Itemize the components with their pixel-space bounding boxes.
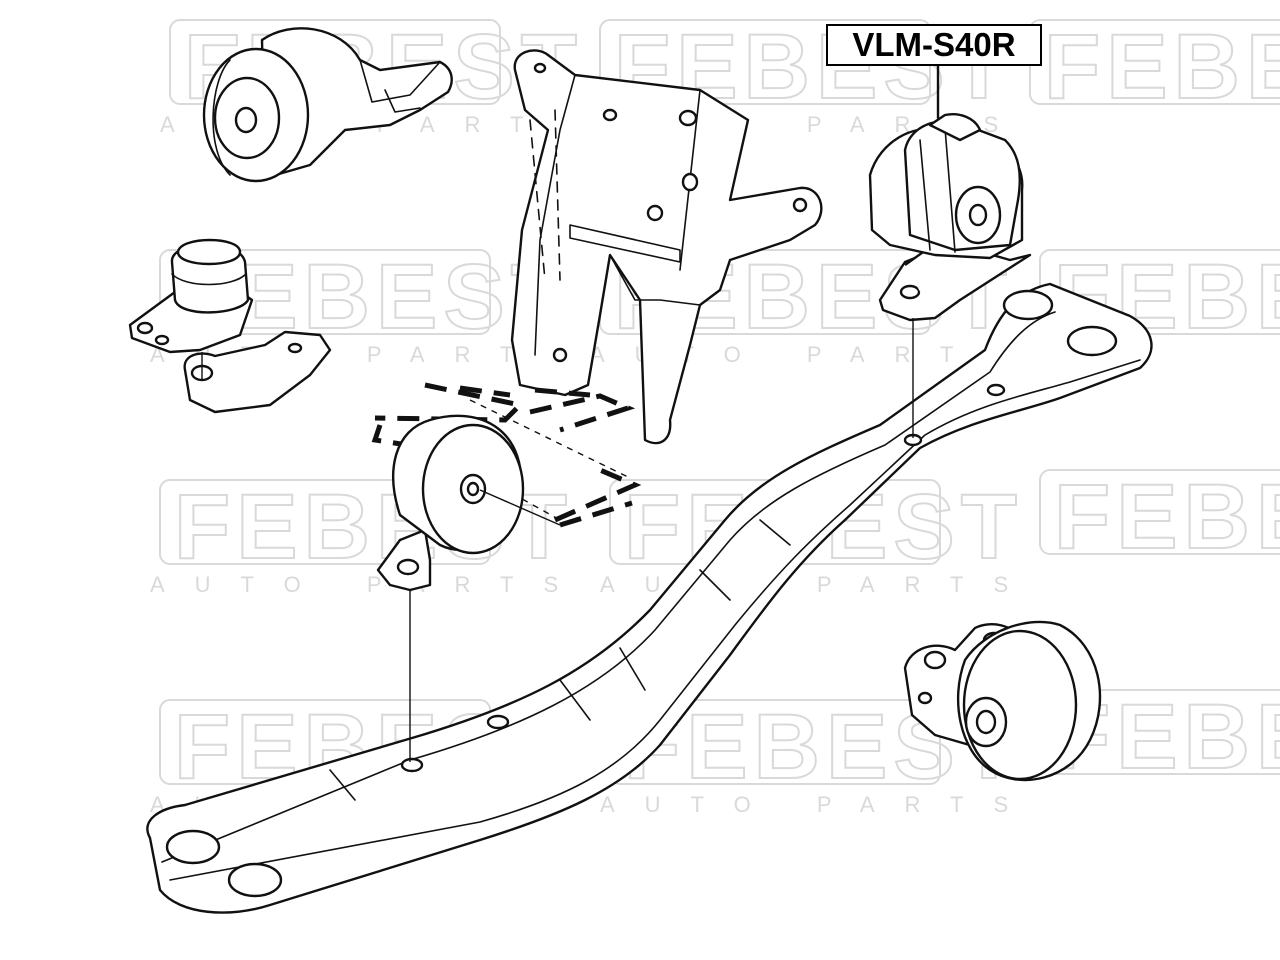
upper-bracket-assembly (510, 49, 823, 445)
transmission-crossmember (146, 282, 1153, 914)
part-number-label: VLM-S40R (852, 26, 1016, 63)
watermark-tagline: AUTO PARTS (150, 572, 588, 597)
center-transmission-mount (376, 414, 561, 592)
part-number-callout: VLM-S40R (826, 24, 1042, 66)
watermark-frame (159, 249, 491, 335)
right-transmission-mount-vlm-s40r (868, 113, 1032, 322)
watermark-frame (1039, 469, 1280, 555)
watermark-brand: FEBEST (1054, 466, 1280, 568)
hidden-bracket-outline (371, 382, 642, 528)
watermark-brand: FEBEST (1044, 16, 1280, 118)
left-transmission-mount (128, 238, 332, 414)
watermark-tagline: AUTO PARTS (600, 792, 1038, 817)
rear-right-bushing-mount (903, 620, 1102, 782)
front-left-engine-mount (202, 27, 453, 183)
